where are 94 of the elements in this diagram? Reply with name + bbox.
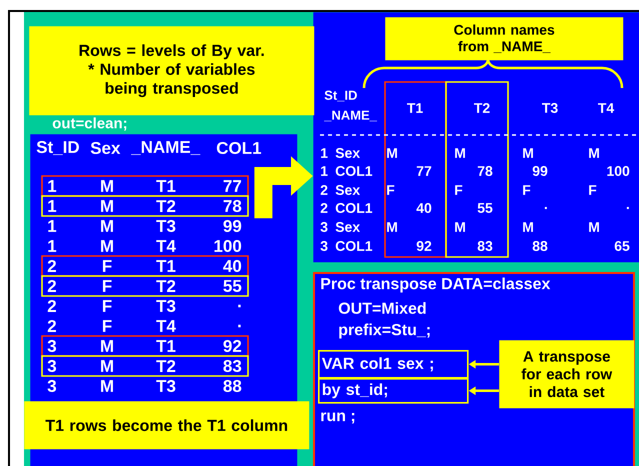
table-cell: 2 <box>320 185 328 195</box>
table-cell: . <box>626 206 629 210</box>
table-cell: 3 <box>48 340 56 352</box>
table-cell: 3 <box>48 360 56 372</box>
column-header: T1 <box>407 103 423 113</box>
table-cell: T2 <box>156 280 176 292</box>
table-cell: M <box>455 148 465 158</box>
table-cell: 1 <box>48 220 56 232</box>
table-cell: Sex <box>336 148 360 158</box>
table-cell: M <box>523 222 533 232</box>
table-cell: 2 <box>48 320 56 332</box>
table-cell: 3 <box>320 222 328 232</box>
table-cell: 100 <box>607 166 630 176</box>
table-cell: T4 <box>156 240 176 252</box>
table-cell: F <box>387 185 394 195</box>
table-cell: 55 <box>478 203 492 213</box>
table-cell: 92 <box>416 241 432 251</box>
table-cell: T2 <box>156 360 176 372</box>
table-cell: F <box>589 185 596 195</box>
column-header: T3 <box>542 103 558 113</box>
callout-box: A transpose for each row in data set <box>499 340 634 408</box>
table-cell: M <box>589 148 599 158</box>
column-header: T2 <box>474 103 490 113</box>
table-cell: 1 <box>321 166 328 176</box>
table-cell: 99 <box>532 166 548 176</box>
table-cell: M <box>101 340 113 352</box>
table-cell: 1 <box>48 240 56 252</box>
table-cell: 2 <box>48 260 56 272</box>
table-cell: F <box>455 185 462 195</box>
callout-box: Column names from _NAME_ <box>385 17 624 60</box>
table-cell: M <box>101 180 113 192</box>
table-cell: F <box>102 300 112 312</box>
table-cell: M <box>101 200 113 212</box>
table-cell: M <box>523 148 533 158</box>
table-cell: F <box>523 185 530 195</box>
column-header: T4 <box>598 103 614 113</box>
table-cell: 78 <box>478 166 492 176</box>
table-cell: M <box>387 222 397 232</box>
table-cell: T1 <box>156 180 176 192</box>
table-cell: T3 <box>156 220 176 232</box>
table-cell: . <box>544 206 547 210</box>
table-cell: 83 <box>223 360 242 372</box>
table-cell: 92 <box>224 340 242 352</box>
table-cell: 55 <box>223 280 242 292</box>
table-cell: COL1 <box>336 241 372 251</box>
table-cell: 78 <box>224 200 242 212</box>
table-cell: 100 <box>214 240 242 252</box>
table-cell: 83 <box>478 241 492 251</box>
table-cell: 2 <box>320 203 328 213</box>
callout-box: Rows = levels of By var. * Number of variables being transposed <box>29 26 314 116</box>
column-header: COL1 <box>216 142 262 154</box>
table-cell: T1 <box>156 340 176 352</box>
table-cell: T3 <box>156 300 176 312</box>
table-cell: M <box>101 380 113 392</box>
table-cell: T1 <box>156 260 176 272</box>
table-cell: . <box>238 304 241 308</box>
table-cell: M <box>455 222 465 232</box>
table-cell: 3 <box>48 380 56 392</box>
table-cell: 1 <box>321 148 328 158</box>
table-cell: 1 <box>48 180 56 192</box>
table-cell: 40 <box>223 260 242 272</box>
table-cell: F <box>102 320 112 332</box>
table-cell: 40 <box>416 203 432 213</box>
table-cell: F <box>102 280 112 292</box>
table-cell: 2 <box>48 280 56 292</box>
table-cell: M <box>101 220 113 232</box>
table-cell: 65 <box>614 241 630 251</box>
table-cell: 88 <box>532 241 548 251</box>
column-header: St_ID <box>36 141 79 155</box>
table-cell: M <box>589 222 599 232</box>
table-cell: Sex <box>336 222 360 232</box>
table-cell: M <box>387 148 397 158</box>
table-cell: COL1 <box>336 166 372 176</box>
table-cell: T4 <box>156 320 176 332</box>
callout-box: T1 rows become the T1 column <box>24 401 310 450</box>
table-cell: 99 <box>224 220 242 232</box>
table-cell: T2 <box>156 200 176 212</box>
column-header: _NAME_ <box>131 141 200 155</box>
table-cell: 88 <box>223 380 242 392</box>
code-line: out=clean; <box>52 117 126 131</box>
table-cell: COL1 <box>336 203 372 213</box>
table-cell: 1 <box>48 200 56 212</box>
table-cell: T3 <box>156 380 176 392</box>
table-cell: 77 <box>224 180 242 192</box>
table-cell: Sex <box>336 185 360 195</box>
table-cell: M <box>101 360 113 372</box>
column-header: Sex <box>90 142 120 154</box>
table-cell: . <box>238 324 241 328</box>
table-cell: 3 <box>320 241 328 251</box>
table-cell: M <box>101 240 113 252</box>
table-cell: F <box>102 260 112 272</box>
column-header: _NAME_ <box>324 110 378 122</box>
table-cell: 2 <box>48 300 56 312</box>
table-cell: 77 <box>416 166 432 176</box>
